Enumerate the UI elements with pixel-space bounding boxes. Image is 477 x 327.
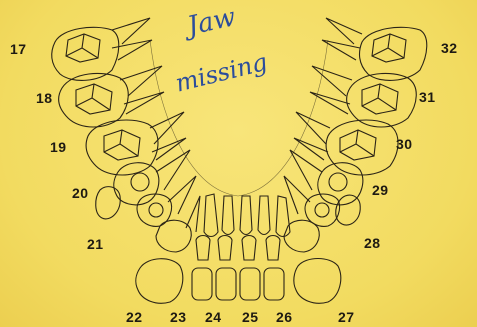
tooth-number-19: 19 bbox=[50, 139, 67, 155]
tooth-31-drawing bbox=[310, 66, 416, 127]
tooth-number-18: 18 bbox=[36, 90, 53, 106]
tooth-number-32: 32 bbox=[441, 40, 458, 56]
tooth-number-30: 30 bbox=[396, 136, 413, 152]
tooth-number-25: 25 bbox=[242, 309, 259, 325]
tooth-number-24: 24 bbox=[205, 309, 222, 325]
tooth-number-17: 17 bbox=[10, 41, 27, 57]
tooth-26-drawing bbox=[264, 196, 319, 300]
tooth-25-drawing bbox=[240, 196, 270, 300]
tooth-27-drawing bbox=[294, 195, 360, 303]
tooth-number-28: 28 bbox=[364, 235, 381, 251]
tooth-28-drawing bbox=[284, 176, 340, 226]
tooth-18-drawing bbox=[59, 66, 164, 127]
tooth-17-drawing bbox=[52, 18, 152, 80]
tooth-number-26: 26 bbox=[276, 309, 293, 325]
tooth-21-drawing bbox=[137, 176, 196, 226]
tooth-19-drawing bbox=[86, 112, 186, 175]
tooth-number-27: 27 bbox=[338, 309, 355, 325]
tooth-30-drawing bbox=[294, 112, 398, 175]
tooth-number-22: 22 bbox=[126, 309, 143, 325]
tooth-number-31: 31 bbox=[419, 89, 436, 105]
tooth-number-23: 23 bbox=[170, 309, 187, 325]
tooth-number-29: 29 bbox=[372, 182, 389, 198]
tooth-number-21: 21 bbox=[87, 236, 104, 252]
tooth-22-drawing bbox=[96, 187, 183, 304]
tooth-number-20: 20 bbox=[72, 185, 89, 201]
tooth-23-drawing bbox=[156, 196, 212, 300]
tooth-32-drawing bbox=[322, 18, 427, 80]
